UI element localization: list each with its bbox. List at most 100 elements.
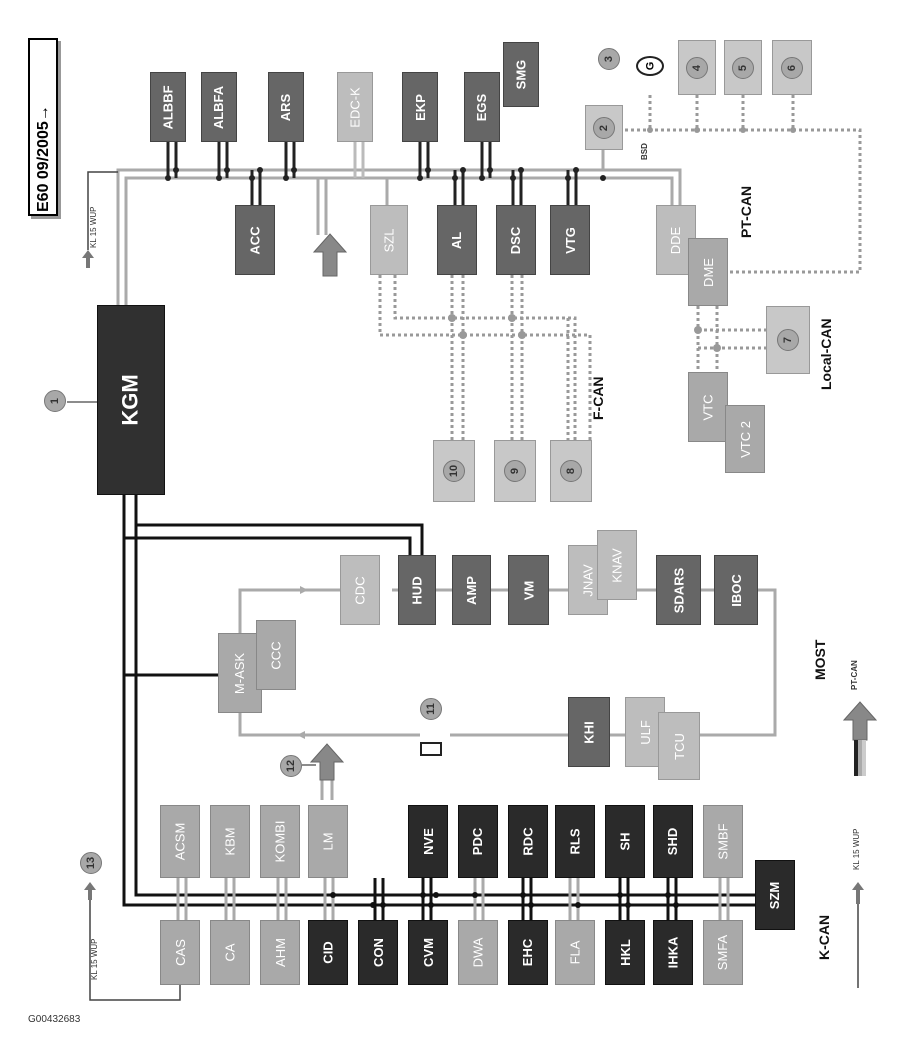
- number-10-badge: 10: [443, 460, 465, 482]
- bsd-label: BSD: [640, 143, 649, 160]
- module-ccc-label: CCC: [268, 640, 284, 670]
- module-szl-label: SZL: [381, 228, 397, 252]
- sensor-2-box[interactable]: 2: [585, 105, 623, 150]
- module-albbf[interactable]: ALBBF: [150, 72, 186, 142]
- module-pdc[interactable]: PDC: [458, 805, 498, 878]
- module-ulf-label: ULF: [637, 719, 653, 745]
- module-vtc2[interactable]: VTC 2: [725, 405, 765, 473]
- module-edc-k[interactable]: EDC-K: [337, 72, 373, 142]
- module-knav[interactable]: KNAV: [597, 530, 637, 600]
- module-cas[interactable]: CAS: [160, 920, 200, 985]
- module-szm[interactable]: SZM: [755, 860, 795, 930]
- module-ihka[interactable]: IHKA: [653, 920, 693, 985]
- module-iboc[interactable]: IBOC: [714, 555, 758, 625]
- number-8-badge: 8: [560, 460, 582, 482]
- module-hkl[interactable]: HKL: [605, 920, 645, 985]
- local-can-label: Local-CAN: [818, 318, 834, 390]
- module-ehc[interactable]: EHC: [508, 920, 548, 985]
- number-12-badge: 12: [280, 755, 302, 777]
- module-lm-label: LM: [320, 832, 336, 851]
- module-egs-label: EGS: [474, 93, 490, 121]
- module-rdc-label: RDC: [520, 827, 536, 856]
- module-vm[interactable]: VM: [508, 555, 549, 625]
- module-albbf-label: ALBBF: [160, 84, 176, 130]
- number-2-label: 2: [598, 124, 610, 131]
- module-dwa[interactable]: DWA: [458, 920, 498, 985]
- most-pt-can-label: PT-CAN: [850, 660, 859, 690]
- module-vtc[interactable]: VTC: [688, 372, 728, 442]
- module-albfa[interactable]: ALBFA: [201, 72, 237, 142]
- module-ekp[interactable]: EKP: [402, 72, 438, 142]
- sensor-5-box[interactable]: 5: [724, 40, 762, 95]
- number-1-label: 1: [49, 397, 61, 405]
- number-8-label: 8: [565, 467, 577, 475]
- kl15-wup-top-arrow-icon: [82, 250, 94, 268]
- module-fla[interactable]: FLA: [555, 920, 595, 985]
- module-vtg[interactable]: VTG: [550, 205, 590, 275]
- module-cdc[interactable]: CDC: [340, 555, 380, 625]
- module-acsm-label: ACSM: [172, 822, 188, 861]
- module-smfa[interactable]: SMFA: [703, 920, 743, 985]
- number-1-badge: 1: [44, 390, 66, 412]
- module-rls[interactable]: RLS: [555, 805, 595, 878]
- module-shd-label: SHD: [665, 827, 681, 856]
- module-dsc[interactable]: DSC: [496, 205, 536, 275]
- module-m-ask[interactable]: M-ASK: [218, 633, 262, 713]
- module-hud-label: HUD: [409, 575, 425, 605]
- image-id-label: G00432683: [28, 1014, 81, 1025]
- module-vm-label: VM: [521, 580, 536, 600]
- module-vtg-label: VTG: [562, 226, 578, 254]
- module-ars[interactable]: ARS: [268, 72, 304, 142]
- module-smbf[interactable]: SMBF: [703, 805, 743, 878]
- module-khi[interactable]: KHI: [568, 697, 610, 767]
- number-7-label: 7: [782, 336, 794, 344]
- number-6-label: 6: [786, 64, 798, 71]
- sensor-8-box[interactable]: 8: [550, 440, 592, 502]
- module-kgm[interactable]: KGM: [97, 305, 165, 495]
- module-ahm[interactable]: AHM: [260, 920, 300, 985]
- module-knav-label: KNAV: [609, 547, 625, 583]
- module-con[interactable]: CON: [358, 920, 398, 985]
- module-fla-label: FLA: [567, 940, 583, 965]
- module-cid[interactable]: CID: [308, 920, 348, 985]
- module-egs[interactable]: EGS: [464, 72, 500, 142]
- module-al[interactable]: AL: [437, 205, 477, 275]
- sensor-9-box[interactable]: 9: [494, 440, 536, 502]
- module-dme[interactable]: DME: [688, 238, 728, 306]
- module-tcu[interactable]: TCU: [658, 712, 700, 780]
- module-amp[interactable]: AMP: [452, 555, 491, 625]
- module-nve[interactable]: NVE: [408, 805, 448, 878]
- module-cdc-label: CDC: [352, 575, 368, 605]
- sensor-4-box[interactable]: 4: [678, 40, 716, 95]
- module-ekp-label: EKP: [412, 93, 428, 121]
- module-jnav-label: JNAV: [580, 563, 596, 597]
- module-kombi[interactable]: KOMBI: [260, 805, 300, 878]
- module-smg[interactable]: SMG: [503, 42, 539, 107]
- module-kombi-label: KOMBI: [272, 820, 288, 863]
- module-lm[interactable]: LM: [308, 805, 348, 878]
- kl15-wup-bottom-right-arrow-icon: [852, 882, 864, 988]
- sensor-6-box[interactable]: 6: [772, 40, 812, 95]
- module-sh[interactable]: SH: [605, 805, 645, 878]
- module-acsm[interactable]: ACSM: [160, 805, 200, 878]
- module-cvm[interactable]: CVM: [408, 920, 448, 985]
- module-ehc-label: EHC: [520, 938, 536, 967]
- module-kgm-label: KGM: [117, 374, 143, 426]
- number-4-label: 4: [691, 64, 703, 71]
- module-szl[interactable]: SZL: [370, 205, 408, 275]
- number-11-badge: 11: [420, 698, 442, 720]
- module-sdars[interactable]: SDARS: [656, 555, 701, 625]
- sensor-7-box[interactable]: 7: [766, 306, 810, 374]
- number-13-label: 13: [85, 856, 97, 870]
- module-acc[interactable]: ACC: [235, 205, 275, 275]
- most-arrow-icon: [842, 701, 878, 776]
- module-khi-label: KHI: [581, 720, 597, 744]
- module-hud[interactable]: HUD: [398, 555, 436, 625]
- module-rdc[interactable]: RDC: [508, 805, 548, 878]
- module-kbm[interactable]: KBM: [210, 805, 250, 878]
- module-ca[interactable]: CA: [210, 920, 250, 985]
- sensor-10-box[interactable]: 10: [433, 440, 475, 502]
- module-shd[interactable]: SHD: [653, 805, 693, 878]
- module-ccc[interactable]: CCC: [256, 620, 296, 690]
